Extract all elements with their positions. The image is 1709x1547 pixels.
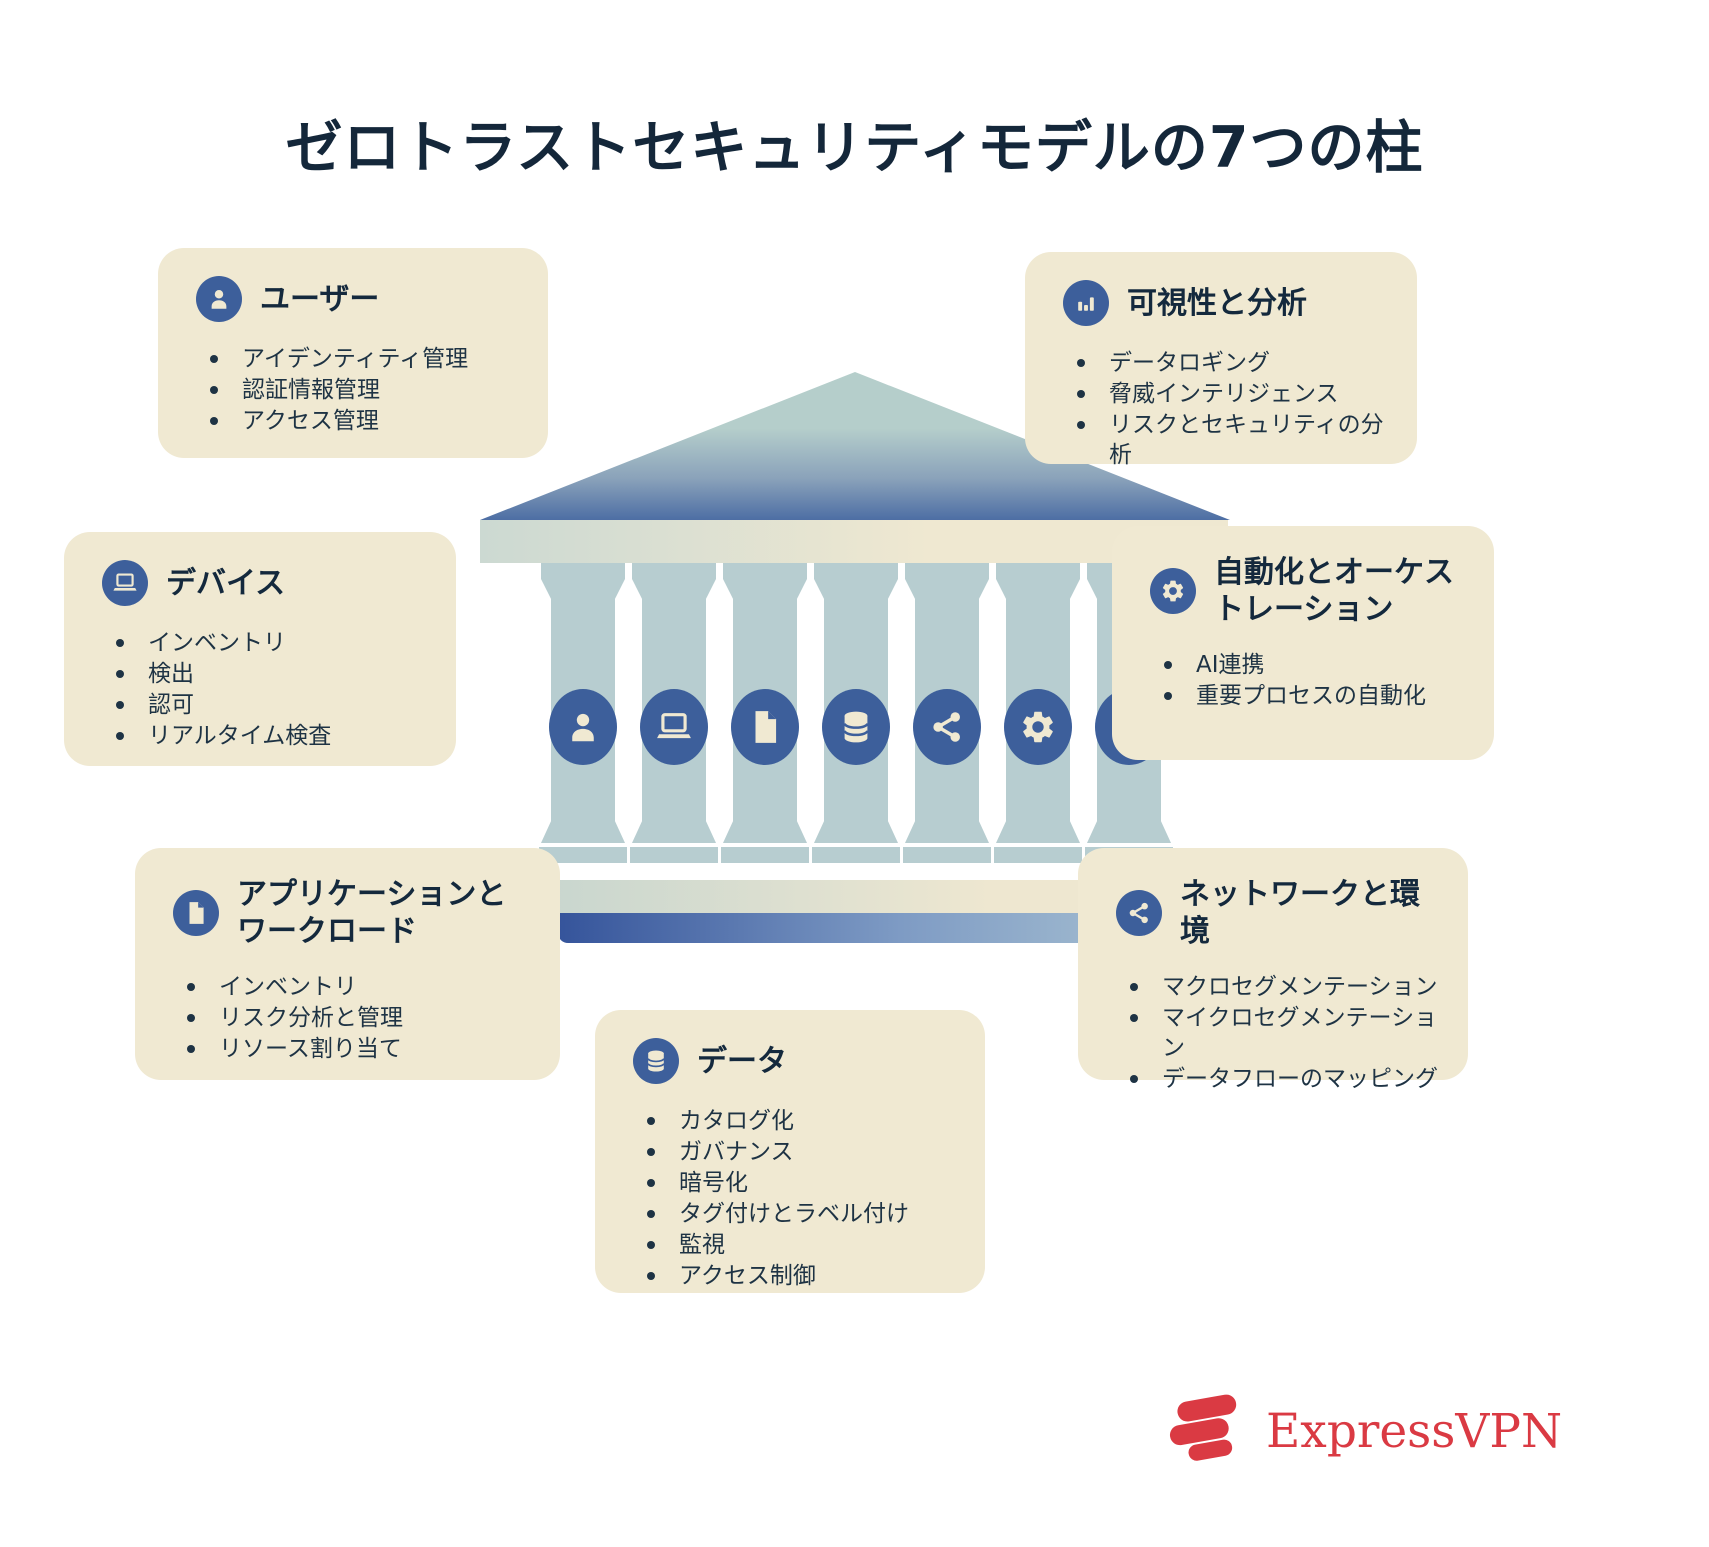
card-title: 自動化とオーケストレーション (1214, 555, 1454, 627)
list-item: AI連携 (1156, 650, 1464, 680)
laptop-icon (640, 689, 708, 765)
card-network: ネットワークと環境 マクロセグメンテーション マイクロセグメンテーション データ… (1078, 848, 1468, 1092)
list-item: リアルタイム検査 (108, 721, 426, 751)
list-item: アイデンティティ管理 (202, 344, 518, 374)
card-users: ユーザー アイデンティティ管理 認証情報管理 アクセス管理 (158, 248, 548, 458)
list-item: マクロセグメンテーション (1122, 972, 1438, 1002)
share-icon (913, 689, 981, 765)
list-item: マイクロセグメンテーション (1122, 1003, 1438, 1063)
list-item: 監視 (639, 1230, 955, 1260)
card-title: データ (697, 1043, 787, 1079)
list-item: インベントリ (108, 628, 426, 658)
list-item: 検出 (108, 659, 426, 689)
card-devices: デバイス インベントリ 検出 認可 リアルタイム検査 (64, 532, 456, 766)
card-title: ネットワークと環境 (1180, 877, 1420, 949)
page-title: ゼロトラストセキュリティモデルの7つの柱 (285, 115, 1424, 181)
expressvpn-logo-icon (1169, 1394, 1237, 1461)
list-item: ガバナンス (639, 1137, 955, 1167)
list-item: リスクとセキュリティの分析 (1069, 410, 1387, 470)
list-item: タグ付けとラベル付け (639, 1199, 955, 1229)
list-item: 脅威インテリジェンス (1069, 379, 1387, 409)
list-item: リスク分析と管理 (179, 1003, 530, 1033)
list-item: アクセス制御 (639, 1261, 955, 1291)
pillar-data (812, 563, 900, 863)
share-icon (1116, 890, 1162, 936)
database-icon (633, 1038, 679, 1084)
brand-logo: ExpressVPN (1162, 1392, 1562, 1470)
document-icon (173, 890, 219, 936)
list-item: 認証情報管理 (202, 375, 518, 405)
card-visibility: 可視性と分析 データロギング 脅威インテリジェンス リスクとセキュリティの分析 (1025, 252, 1417, 468)
pillar-automation (994, 563, 1082, 863)
laptop-icon (102, 560, 148, 606)
pillar-users (539, 563, 627, 863)
temple-entablature (480, 520, 1228, 563)
card-title: デバイス (166, 565, 286, 601)
card-title: アプリケーションとワークロード (237, 877, 507, 949)
card-applications: アプリケーションとワークロード インベントリ リスク分析と管理 リソース割り当て (135, 848, 560, 1080)
temple-base-band (558, 913, 1180, 943)
card-title: 可視性と分析 (1127, 285, 1307, 321)
document-icon (731, 689, 799, 765)
gear-icon (1150, 568, 1196, 614)
list-item: 暗号化 (639, 1168, 955, 1198)
list-item: カタログ化 (639, 1106, 955, 1136)
brand-wordmark: ExpressVPN (1266, 1403, 1563, 1459)
gear-icon (1004, 689, 1072, 765)
card-automation: 自動化とオーケストレーション AI連携 重要プロセスの自動化 (1112, 526, 1494, 760)
list-item: リソース割り当て (179, 1034, 530, 1064)
user-icon (549, 689, 617, 765)
user-icon (196, 276, 242, 322)
list-item: アクセス管理 (202, 406, 518, 436)
list-item: データフローのマッピング (1122, 1064, 1438, 1094)
pillar-applications (721, 563, 809, 863)
card-title: ユーザー (260, 281, 380, 317)
pillar-devices (630, 563, 718, 863)
list-item: 認可 (108, 690, 426, 720)
database-icon (822, 689, 890, 765)
bar-chart-icon (1063, 280, 1109, 326)
list-item: インベントリ (179, 972, 530, 1002)
pillar-network (903, 563, 991, 863)
list-item: 重要プロセスの自動化 (1156, 681, 1464, 711)
list-item: データロギング (1069, 348, 1387, 378)
card-data: データ カタログ化 ガバナンス 暗号化 タグ付けとラベル付け 監視 アクセス制御 (595, 1010, 985, 1293)
